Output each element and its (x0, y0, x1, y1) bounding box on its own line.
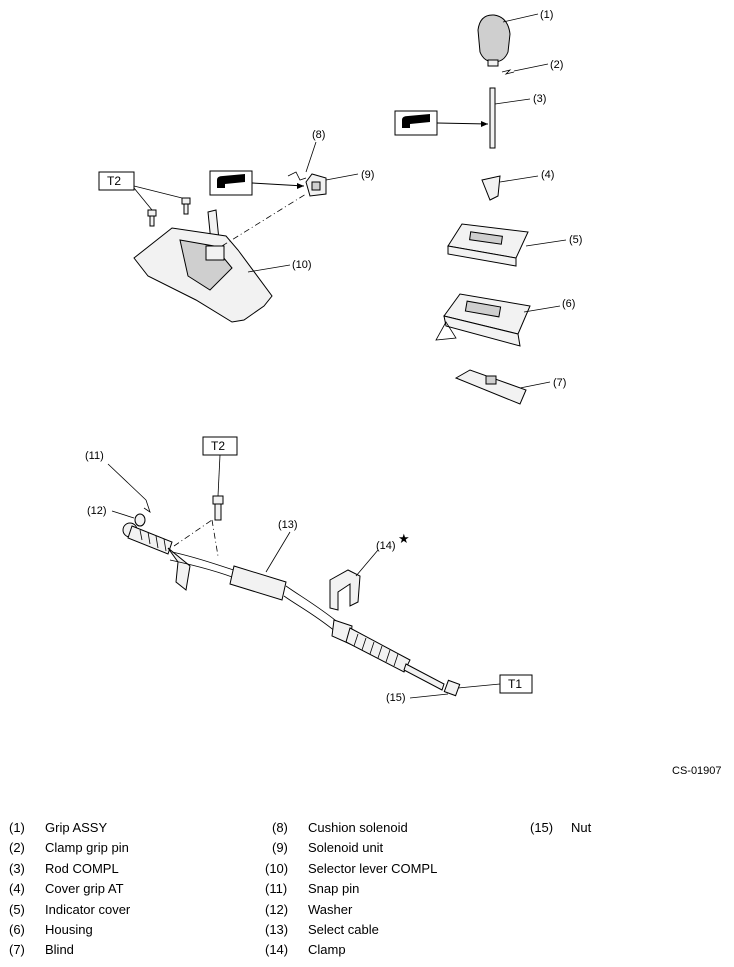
cable-rear (331, 619, 445, 691)
callout-13: (13) (278, 519, 298, 531)
callout-1: (1) (540, 9, 553, 21)
legend-name: Grip ASSY (45, 820, 108, 835)
svg-text:T2: T2 (211, 439, 225, 453)
bolt-pair-top (147, 197, 191, 227)
legend-name: Solenoid unit (308, 840, 384, 855)
legend-name: Rod COMPL (45, 861, 119, 876)
legend-name: Clamp (308, 942, 346, 957)
legend-num: (4) (9, 881, 25, 896)
part-grip-assy (477, 13, 539, 67)
svg-text:T1: T1 (508, 677, 522, 691)
callout-11: (11) (85, 450, 104, 462)
part-clamp-grip-pin (501, 63, 549, 75)
star-mark: ★ (398, 532, 410, 547)
legend-name: Select cable (308, 922, 379, 937)
figure-code: CS-01907 (672, 765, 722, 777)
legend-name: Blind (45, 942, 74, 957)
legend-num: (1) (9, 820, 25, 835)
parts-legend: (1) Grip ASSY (2) Clamp grip pin (3) Rod… (0, 812, 734, 967)
bolt-bottom (212, 495, 224, 521)
callout-10: (10) (292, 259, 312, 271)
part-indicator-cover (447, 223, 567, 267)
part-cover-grip-at (481, 175, 539, 201)
grease-gun-icon (209, 170, 305, 196)
legend-num: (9) (272, 840, 288, 855)
part-solenoid-unit (305, 173, 359, 197)
legend-num: (8) (272, 820, 288, 835)
callout-2: (2) (550, 59, 563, 71)
part-rod-compl (489, 87, 531, 149)
callout-7: (7) (553, 377, 566, 389)
legend-num: (6) (9, 922, 25, 937)
callout-4: (4) (541, 169, 554, 181)
callout-14: (14) (376, 540, 396, 552)
part-selector-lever-compl (133, 193, 307, 323)
legend-num: (2) (9, 840, 25, 855)
legend-num: (12) (265, 902, 289, 917)
part-housing (435, 293, 561, 347)
callout-6: (6) (562, 298, 575, 310)
legend-num: (5) (9, 902, 25, 917)
callout-9: (9) (361, 169, 374, 181)
exploded-view-diagram: (1) (2) (3) (4) (5) (6) (85, 9, 582, 704)
callout-12: (12) (87, 505, 107, 517)
torque-t2-bottom: T2 (202, 436, 238, 497)
torque-t2-top: T2 (98, 171, 183, 211)
torque-t1: T1 (457, 674, 533, 694)
legend-name: Selector lever COMPL (308, 861, 438, 876)
part-clamp (329, 549, 379, 611)
legend-name: Cover grip AT (45, 881, 124, 896)
legend-name: Nut (571, 820, 592, 835)
legend-name: Washer (308, 902, 353, 917)
legend-name: Clamp grip pin (45, 840, 129, 855)
part-blind (454, 369, 551, 405)
legend-name: Cushion solenoid (308, 820, 408, 835)
legend-num: (3) (9, 861, 25, 876)
part-select-cable (122, 519, 341, 633)
callout-5: (5) (569, 234, 582, 246)
legend-num: (11) (265, 881, 288, 896)
grease-gun-icon (394, 110, 489, 136)
part-washer (111, 510, 146, 527)
legend-name: Housing (45, 922, 93, 937)
part-snap-pin (107, 463, 151, 513)
legend-name: Indicator cover (45, 902, 131, 917)
legend-num: (14) (265, 942, 289, 957)
legend-num: (7) (9, 942, 25, 957)
legend-num: (15) (530, 820, 554, 835)
callout-8: (8) (312, 129, 325, 141)
callout-3: (3) (533, 93, 546, 105)
callout-15: (15) (386, 692, 406, 704)
legend-num: (10) (265, 861, 289, 876)
svg-text:T2: T2 (107, 174, 121, 188)
legend-num: (13) (265, 922, 289, 937)
legend-name: Snap pin (308, 881, 360, 896)
part-cushion-solenoid (287, 141, 317, 181)
part-nut (409, 679, 461, 699)
